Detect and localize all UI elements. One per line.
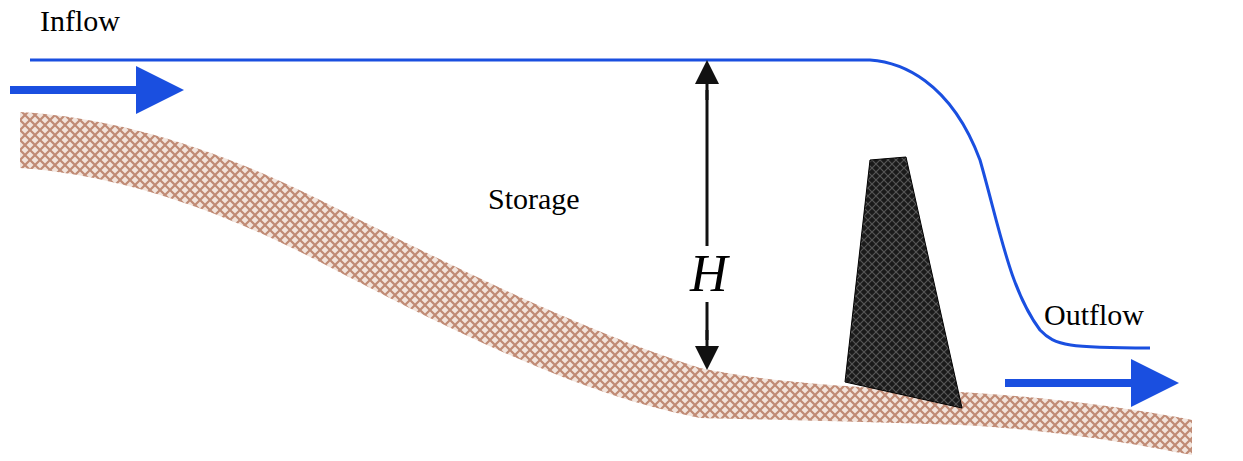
region-label: Storage bbox=[484, 182, 584, 216]
depth-arrowhead-top bbox=[706, 66, 709, 100]
flow-label: Outflow bbox=[1044, 300, 1144, 330]
outflow-arrow bbox=[1005, 379, 1155, 387]
dam bbox=[845, 157, 962, 408]
flow-label: Inflow bbox=[40, 6, 120, 36]
depth-arrow bbox=[706, 90, 709, 340]
depth-symbol: H bbox=[686, 246, 732, 302]
water-surface bbox=[30, 60, 1150, 348]
inflow-arrow bbox=[10, 86, 160, 94]
depth-arrowhead-bottom bbox=[706, 330, 709, 364]
